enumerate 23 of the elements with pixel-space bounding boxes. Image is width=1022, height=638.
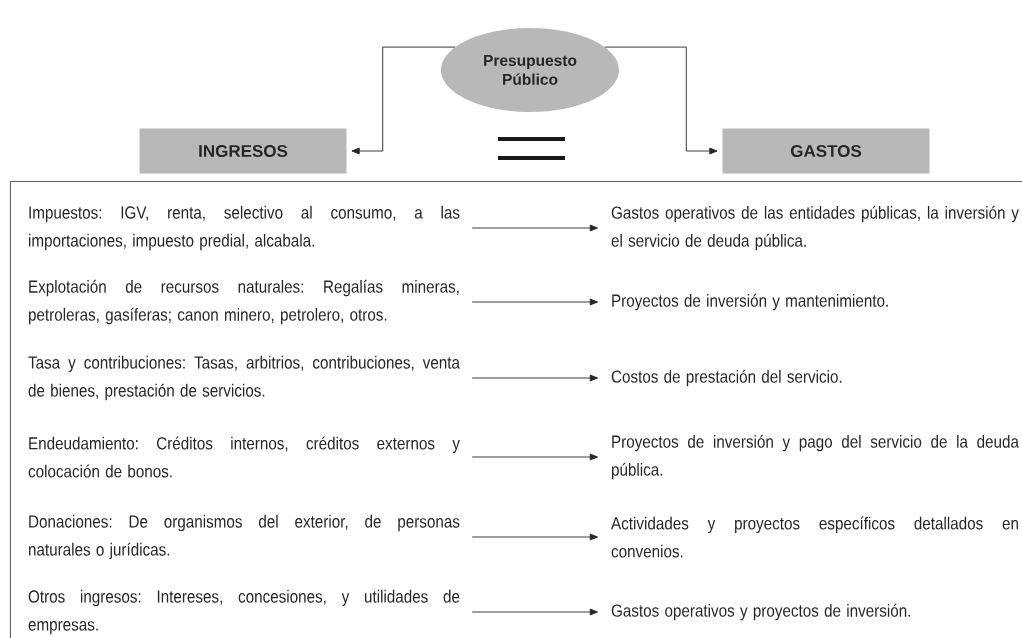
item-text: Explotación de recursos naturales: Regalías mineras, petroleras, gasíferas; canon minero, petrolero, otros. bbox=[29, 279, 459, 325]
item-text: Tasa y contribuciones: Tasas, arbitrios, contribuciones, venta de bienes, prestación de servicios. bbox=[28, 355, 460, 401]
item-text: Impuestos: IGV, renta, selectivo al consumo, a las importaciones, impuesto predial, alcabala. bbox=[29, 205, 460, 251]
item-text: Proyectos de inversión y pago del servicio de la deuda pública. bbox=[612, 434, 1019, 480]
frame-box bbox=[10, 181, 1022, 638]
arrow bbox=[471, 298, 598, 306]
arrow bbox=[471, 533, 598, 541]
item-text: Donaciones: De organismos del exterior, de personas naturales o jurídicas. bbox=[29, 514, 460, 560]
item-text: Actividades y proyectos específicos detallados en convenios. bbox=[611, 516, 1018, 558]
item-text: Gastos operativos y proyectos de inversión. bbox=[611, 603, 910, 621]
item-text: Endeudamiento: Créditos internos, créditos externos y colocación de bonos. bbox=[28, 436, 460, 478]
arrow bbox=[471, 374, 598, 382]
item-text: Gastos operativos de las entidades públicas, la inversión y el servicio de deuda pública. bbox=[611, 205, 1019, 251]
arrow bbox=[471, 608, 598, 616]
arrow bbox=[604, 46, 718, 155]
arrow bbox=[351, 46, 456, 155]
header-box: INGRESOS bbox=[139, 128, 347, 174]
item-text: Otros ingresos: Intereses, concesiones, y utilidades de empresas. bbox=[28, 589, 460, 635]
item-text: Proyectos de inversión y mantenimiento. bbox=[612, 293, 888, 311]
arrow bbox=[471, 453, 598, 461]
arrow bbox=[471, 224, 598, 232]
header-box: GASTOS bbox=[722, 128, 930, 174]
item-text: Costos de prestación del servicio. bbox=[611, 369, 842, 387]
